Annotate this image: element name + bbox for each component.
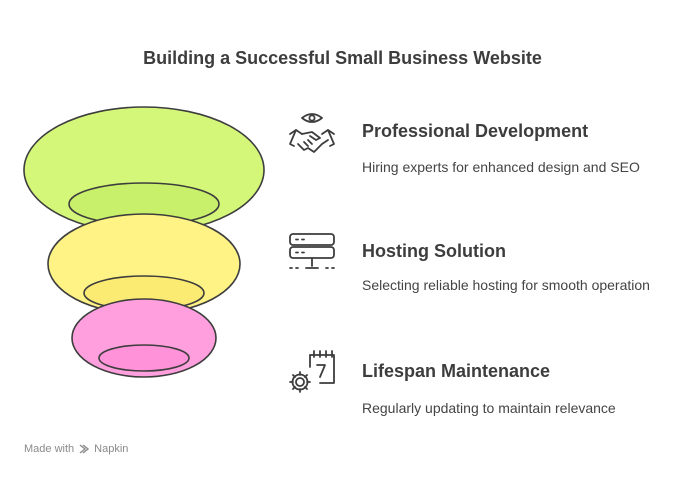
item-title-professional-development: Professional Development [362, 121, 589, 141]
item-description-hosting-solution: Selecting reliable hosting for smooth op… [362, 277, 650, 293]
eye-handshake-icon [289, 113, 335, 153]
diagram-title: Building a Successful Small Business Web… [143, 48, 542, 68]
footer-made-with: Made with [24, 443, 75, 455]
footer-attribution: Made with Napkin [24, 443, 128, 455]
layer-lifespan-maintenance-inner [98, 344, 190, 372]
calendar-gear-icon [289, 350, 335, 393]
napkin-logo-icon [79, 444, 90, 454]
server-icon [289, 233, 335, 269]
footer-brand: Napkin [94, 443, 129, 455]
item-description-professional-development: Hiring experts for enhanced design and S… [362, 159, 640, 175]
item-title-lifespan-maintenance: Lifespan Maintenance [362, 361, 551, 381]
item-description-lifespan-maintenance: Regularly updating to maintain relevance [362, 400, 616, 416]
item-title-hosting-solution: Hosting Solution [362, 241, 506, 261]
